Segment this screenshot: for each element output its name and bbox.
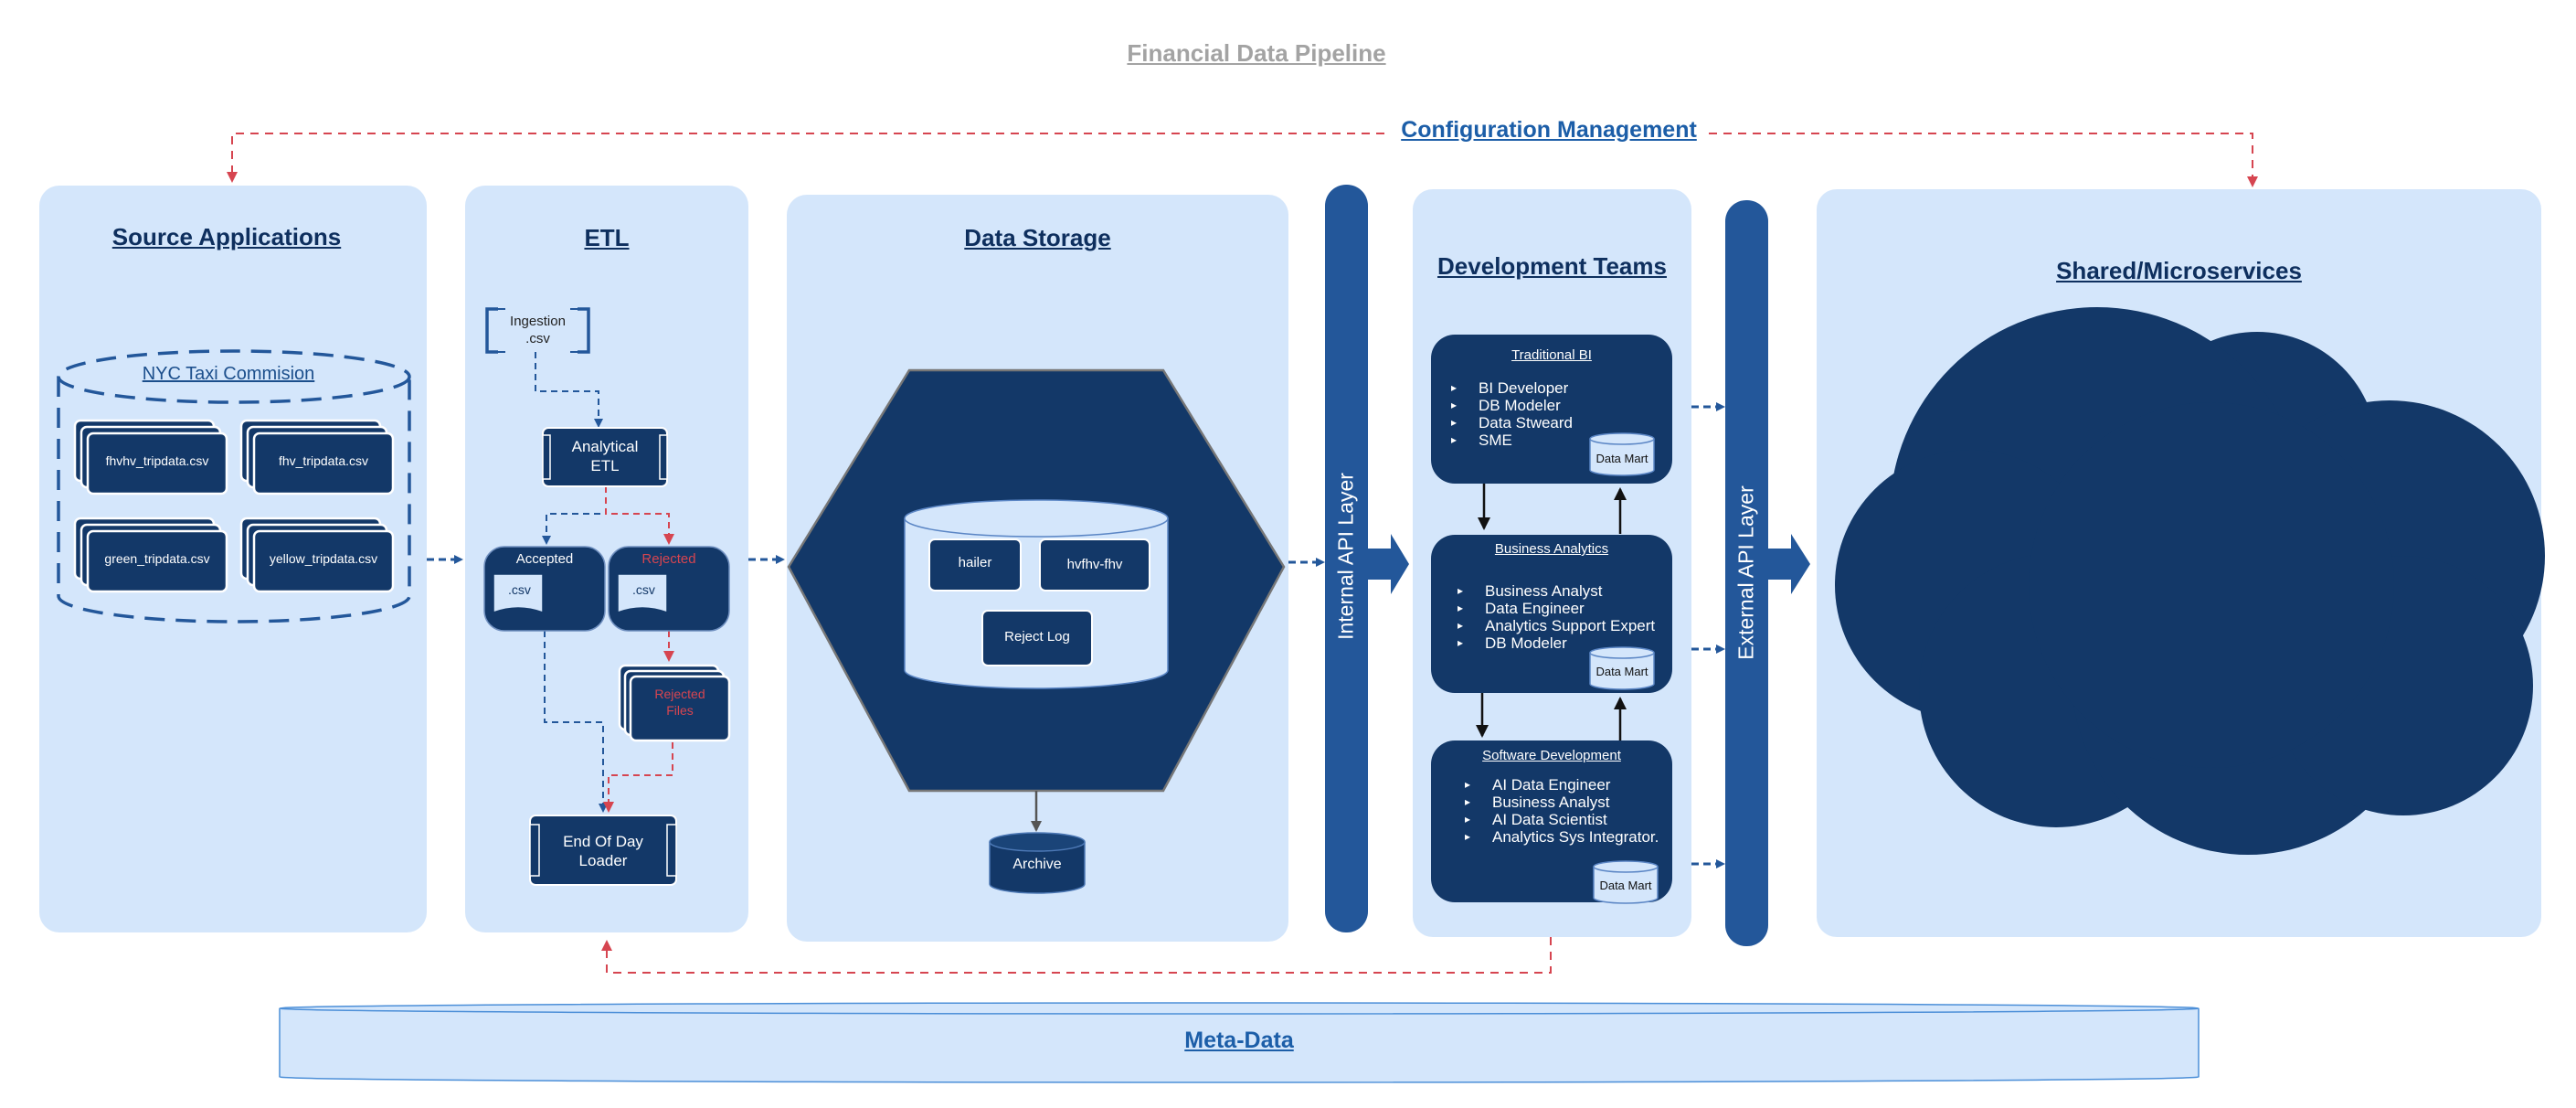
file-label-yellow: yellow_tripdata.csv <box>269 551 378 566</box>
internal-api-arrow <box>1368 534 1409 594</box>
rejected-csv-doc <box>617 573 668 614</box>
team-name-business-analytics: Business Analytics <box>1494 541 1609 557</box>
team-name-software-development: Software Development <box>1482 748 1621 763</box>
storage-tables <box>928 538 1150 666</box>
internal-api-bar <box>1325 185 1368 932</box>
end-of-day-loader-label: End Of Day Loader <box>563 833 643 869</box>
rejected-label: Rejected <box>641 551 696 567</box>
list-item: AI Data Scientist <box>1465 811 1659 828</box>
file-stack-green <box>73 517 228 593</box>
list-item: Data Engineer <box>1458 600 1655 617</box>
rejected-files-label: Rejected Files <box>654 687 705 718</box>
accepted-box <box>483 546 606 632</box>
business-analytics-members: Business Analyst Data Engineer Analytics… <box>1458 582 1655 652</box>
etl-flow-lines <box>535 352 674 813</box>
source-file-stacks <box>73 419 395 593</box>
file-label-fhv: fhv_tripdata.csv <box>278 453 369 468</box>
list-item: Business Analyst <box>1465 794 1659 811</box>
config-management-connector <box>227 133 2258 187</box>
file-label-green: green_tripdata.csv <box>104 551 210 566</box>
accepted-label: Accepted <box>515 551 574 567</box>
accepted-csv-label: .csv <box>508 582 531 597</box>
shared-microservices-title: Shared/Microservices <box>2056 257 2302 284</box>
file-stack-yellow <box>239 517 395 593</box>
list-item: AI Data Engineer <box>1465 776 1659 794</box>
archive-label: Archive <box>1012 857 1062 872</box>
metadata-label: Meta-Data <box>1184 1028 1294 1053</box>
analytical-etl-box <box>542 427 668 487</box>
traditional-bi-members: BI Developer DB Modeler Data Stweard SME <box>1451 379 1573 449</box>
ingestion-label: Ingestion .csv <box>510 314 566 346</box>
list-item: SME <box>1451 431 1573 449</box>
microservices-cloud <box>1835 307 2545 855</box>
external-api-arrow <box>1768 534 1810 594</box>
team-name-traditional-bi: Traditional BI <box>1511 347 1592 363</box>
archive-cylinder <box>989 832 1086 894</box>
metadata-cylinder <box>279 1002 2200 1083</box>
rejected-box <box>608 546 730 632</box>
ingestion-bracket <box>485 307 590 354</box>
development-teams-title: Development Teams <box>1437 252 1667 280</box>
panel-connectors <box>427 402 1725 868</box>
page-title: Financial Data Pipeline <box>1127 39 1386 67</box>
etl-title: ETL <box>584 224 630 251</box>
list-item: DB Modeler <box>1451 397 1573 414</box>
internal-api-label: Internal API Layer <box>1333 473 1358 640</box>
rejected-csv-label: .csv <box>632 582 655 597</box>
config-management-label: Configuration Management <box>1389 117 1709 144</box>
external-api-bar <box>1725 200 1768 946</box>
list-item: Data Stweard <box>1451 414 1573 431</box>
data-mart-label: Data Mart <box>1599 879 1652 892</box>
list-item: Analytics Sys Integrator. <box>1465 828 1659 846</box>
nyc-taxi-group <box>57 349 411 623</box>
file-stack-fhv <box>239 419 395 495</box>
list-item: Business Analyst <box>1458 582 1655 600</box>
table-label-reject-log: Reject Log <box>1004 629 1070 645</box>
data-mart-label: Data Mart <box>1595 665 1648 678</box>
data-storage-title: Data Storage <box>964 224 1111 251</box>
software-development-members: AI Data Engineer Business Analyst AI Dat… <box>1465 776 1659 846</box>
file-stack-fhvhv <box>73 419 228 495</box>
accepted-csv-doc <box>493 573 544 614</box>
analytical-etl-label: Analytical ETL <box>571 438 639 474</box>
table-label-hailer: hailer <box>958 555 992 570</box>
list-item: DB Modeler <box>1458 634 1655 652</box>
list-item: Analytics Support Expert <box>1458 617 1655 634</box>
team-arrows <box>1476 484 1627 740</box>
list-item: BI Developer <box>1451 379 1573 397</box>
file-label-fhvhv: fhvhv_tripdata.csv <box>105 453 209 468</box>
nyc-taxi-group-label: NYC Taxi Commision <box>142 364 315 384</box>
external-api-label: External API Layer <box>1733 485 1758 660</box>
source-applications-title: Source Applications <box>111 223 342 250</box>
metadata-return-connector <box>601 937 1552 974</box>
data-mart-label: Data Mart <box>1595 452 1648 465</box>
end-of-day-loader-box <box>529 815 677 886</box>
table-label-hvfhv-fhv: hvfhv-fhv <box>1066 557 1123 572</box>
rejected-files-stack <box>618 664 731 742</box>
